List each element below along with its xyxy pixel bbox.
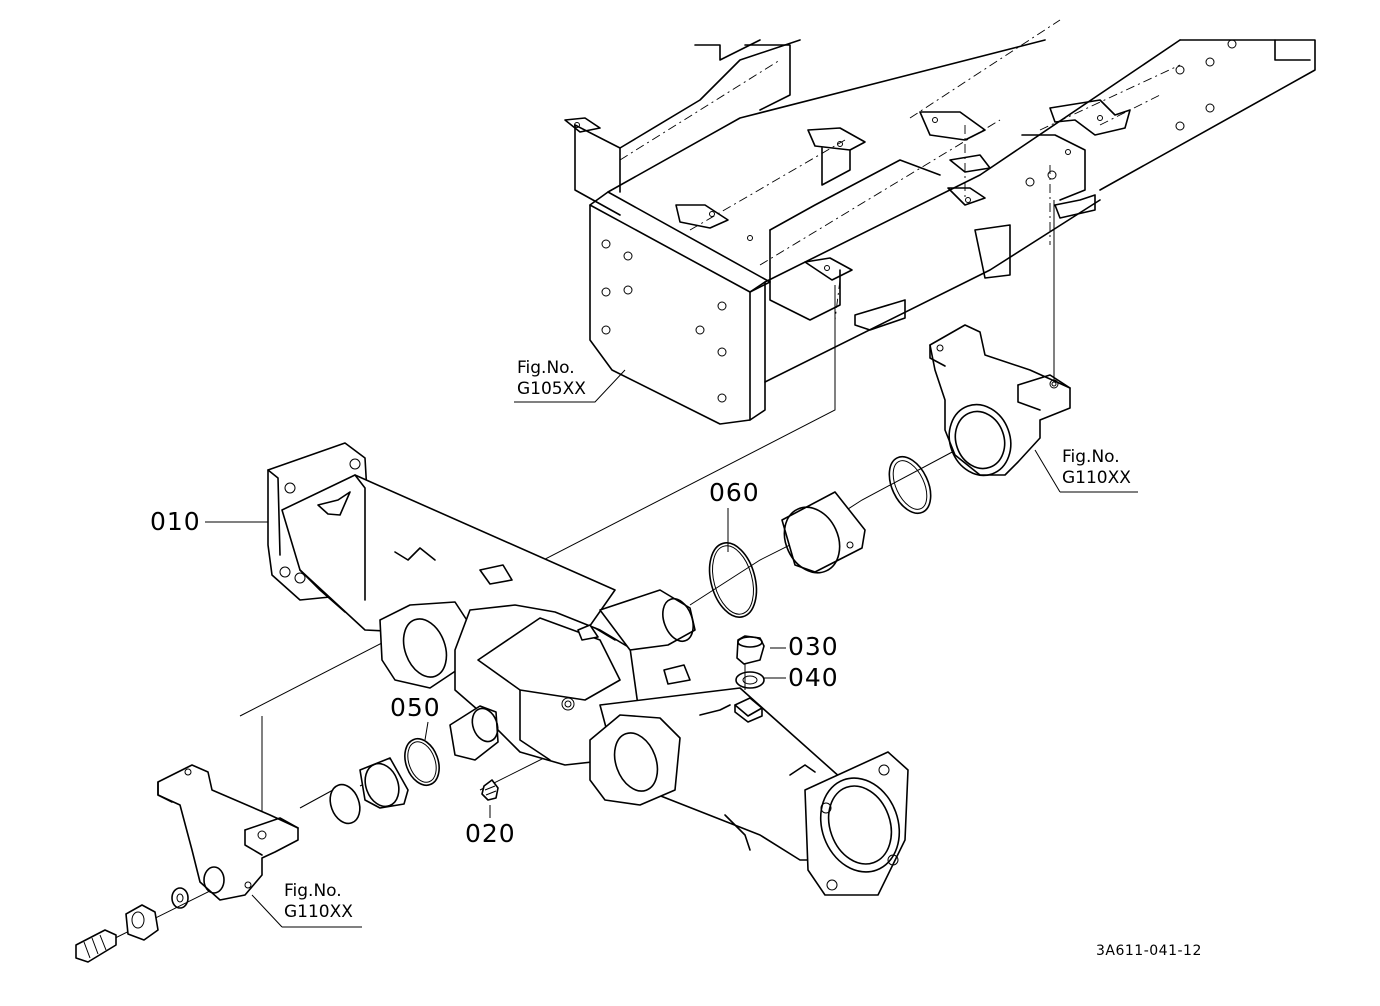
fig-ref-left-bracket-number: G110XX (284, 902, 353, 922)
fig-ref-right-bracket: Fig.No. G110XX (1062, 447, 1131, 489)
fig-ref-right-bracket-number: G110XX (1062, 468, 1131, 488)
right-mounting-bracket (929, 324, 1071, 477)
small-parts (75, 455, 932, 963)
drawing-code: 3A611-041-12 (1096, 943, 1202, 959)
fig-ref-frame-number: G105XX (517, 379, 586, 399)
part-label-030: 030 (788, 632, 839, 661)
part-label-010: 010 (150, 507, 201, 536)
fig-ref-left-bracket-label: Fig.No. (284, 881, 342, 901)
fig-ref-right-bracket-label: Fig.No. (1062, 447, 1120, 467)
part-label-050: 050 (390, 693, 441, 722)
fig-ref-left-bracket: Fig.No. G110XX (284, 881, 353, 923)
frame-assembly (564, 19, 1316, 425)
part-label-060: 060 (709, 478, 760, 507)
leader-lines (205, 369, 1138, 928)
part-label-020: 020 (465, 819, 516, 848)
fig-ref-frame: Fig.No. G105XX (517, 358, 586, 400)
part-label-040: 040 (788, 663, 839, 692)
fig-ref-frame-label: Fig.No. (517, 358, 575, 378)
axle-housing (267, 442, 909, 896)
